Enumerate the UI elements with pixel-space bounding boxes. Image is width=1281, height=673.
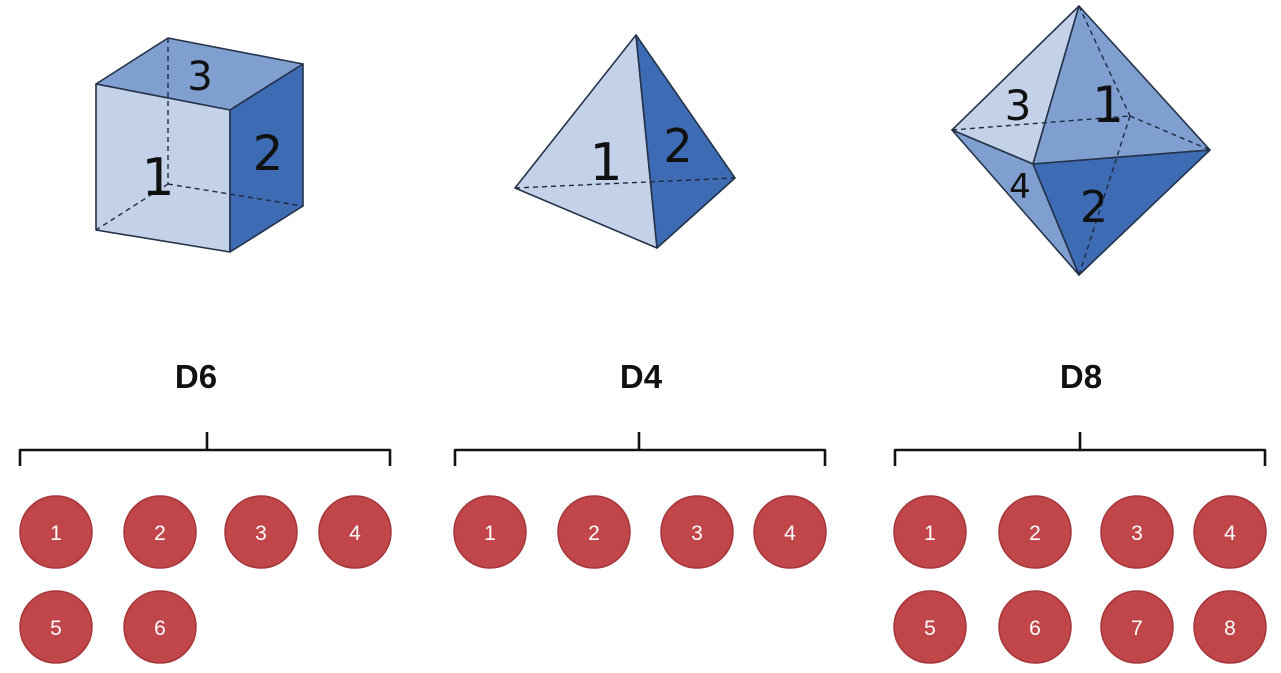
d4-hidden-edge [514,177,736,189]
d8-face-label-lower-left: 4 [1009,167,1031,207]
outcome-ball-label: 2 [154,522,166,545]
outcome-ball-label: 2 [1029,522,1041,545]
d8-title: D8 [1060,358,1102,395]
outcome-ball-circle [660,495,734,569]
outcome-ball: 2 [123,495,197,569]
outcome-ball-circle [893,495,967,569]
outcome-ball-label: 1 [484,522,496,545]
outcome-ball-circle [224,495,298,569]
outcome-ball-circle [893,590,967,664]
d6-face-label-top: 3 [187,54,212,100]
outcome-ball-label: 4 [784,522,796,545]
d6-face-label-front: 1 [141,148,174,208]
outcome-ball-circle [123,495,197,569]
outcome-ball-label: 6 [1029,617,1041,640]
outcome-ball-circle [1100,495,1174,569]
outcome-ball-circle [19,495,93,569]
d4-left-face [514,34,658,249]
outcome-ball-label: 6 [154,617,166,640]
outcome-ball-label: 4 [1224,522,1236,545]
outcome-ball-circle [318,495,392,569]
outcome-ball-label: 3 [691,522,703,545]
outcome-ball-circle [998,495,1072,569]
outcome-ball-circle [453,495,527,569]
outcome-ball-circle [998,590,1072,664]
outcome-ball: 3 [224,495,298,569]
d8-face-label-lower-right: 2 [1080,182,1108,233]
outcome-ball: 1 [893,495,967,569]
d8-octahedron: 3 1 4 2 [951,5,1211,276]
d4-face-label-left: 1 [589,133,622,193]
d8-face-label-upper-left: 3 [1005,81,1032,130]
d8-lower-right-face [1032,149,1211,276]
outcome-ball-circle [1193,590,1267,664]
outcome-balls: 1 2 3 4 5 6 1 2 3 4 1 2 3 4 5 6 7 8 [19,495,1267,664]
outcome-ball-circle [557,495,631,569]
d8-face-label-upper-right: 1 [1092,76,1124,134]
outcome-ball: 4 [1193,495,1267,569]
d4-brace [453,432,827,466]
d6-hidden-edges [95,38,304,231]
d6-brace [18,432,392,466]
outcome-ball-label: 5 [50,617,62,640]
d8-brace [893,432,1267,466]
outcome-ball-circle [19,590,93,664]
outcome-ball: 5 [19,590,93,664]
outcome-ball-label: 1 [50,522,62,545]
outcome-ball: 1 [19,495,93,569]
outcome-ball: 6 [123,590,197,664]
outcome-ball-circle [1100,590,1174,664]
d4-tetrahedron: 1 2 [514,34,736,249]
outcome-ball-label: 8 [1224,617,1236,640]
d6-face-label-right: 2 [253,126,284,182]
outcome-ball: 3 [660,495,734,569]
d8-hidden-edges [951,5,1211,276]
outcome-ball-circle [123,590,197,664]
d4-right-face [635,34,736,249]
outcome-ball: 8 [1193,590,1267,664]
outcome-ball-label: 7 [1131,617,1143,640]
d6-title: D6 [175,358,217,395]
outcome-ball: 7 [1100,590,1174,664]
outcome-ball: 5 [893,590,967,664]
outcome-ball: 1 [453,495,527,569]
d6-cube: 3 2 1 [95,37,304,253]
outcome-ball-circle [753,495,827,569]
outcome-ball-circle [1193,495,1267,569]
outcome-ball: 6 [998,590,1072,664]
outcome-ball-label: 3 [1131,522,1143,545]
outcome-ball: 2 [998,495,1072,569]
d4-title: D4 [620,358,663,395]
outcome-ball-label: 2 [588,522,600,545]
outcome-ball-label: 5 [924,617,936,640]
outcome-ball-label: 1 [924,522,936,545]
outcome-ball: 4 [753,495,827,569]
outcome-ball: 3 [1100,495,1174,569]
outcome-ball: 4 [318,495,392,569]
outcome-ball-label: 3 [255,522,267,545]
d4-face-label-right: 2 [663,119,692,173]
outcome-ball-label: 4 [349,522,361,545]
outcome-ball: 2 [557,495,631,569]
